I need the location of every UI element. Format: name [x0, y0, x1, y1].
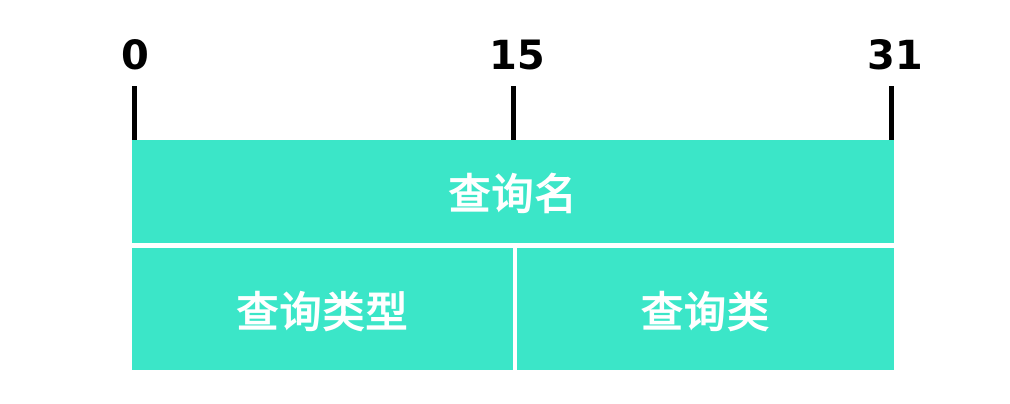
- field-query-type: 查询类型: [132, 248, 513, 370]
- field-query-class: 查询类: [517, 248, 894, 370]
- tick-bit-15: [511, 86, 516, 140]
- bit-label-0: 0: [121, 33, 149, 79]
- bit-label-15: 15: [489, 33, 545, 79]
- tick-bit-31: [889, 86, 894, 140]
- field-query-type-label: 查询类型: [236, 287, 409, 337]
- field-query-name-label: 查询名: [448, 170, 578, 219]
- bit-label-31: 31: [867, 33, 923, 79]
- field-query-name: 查询名: [132, 140, 894, 243]
- field-query-class-label: 查询类: [640, 287, 770, 337]
- tick-bit-0: [132, 86, 137, 140]
